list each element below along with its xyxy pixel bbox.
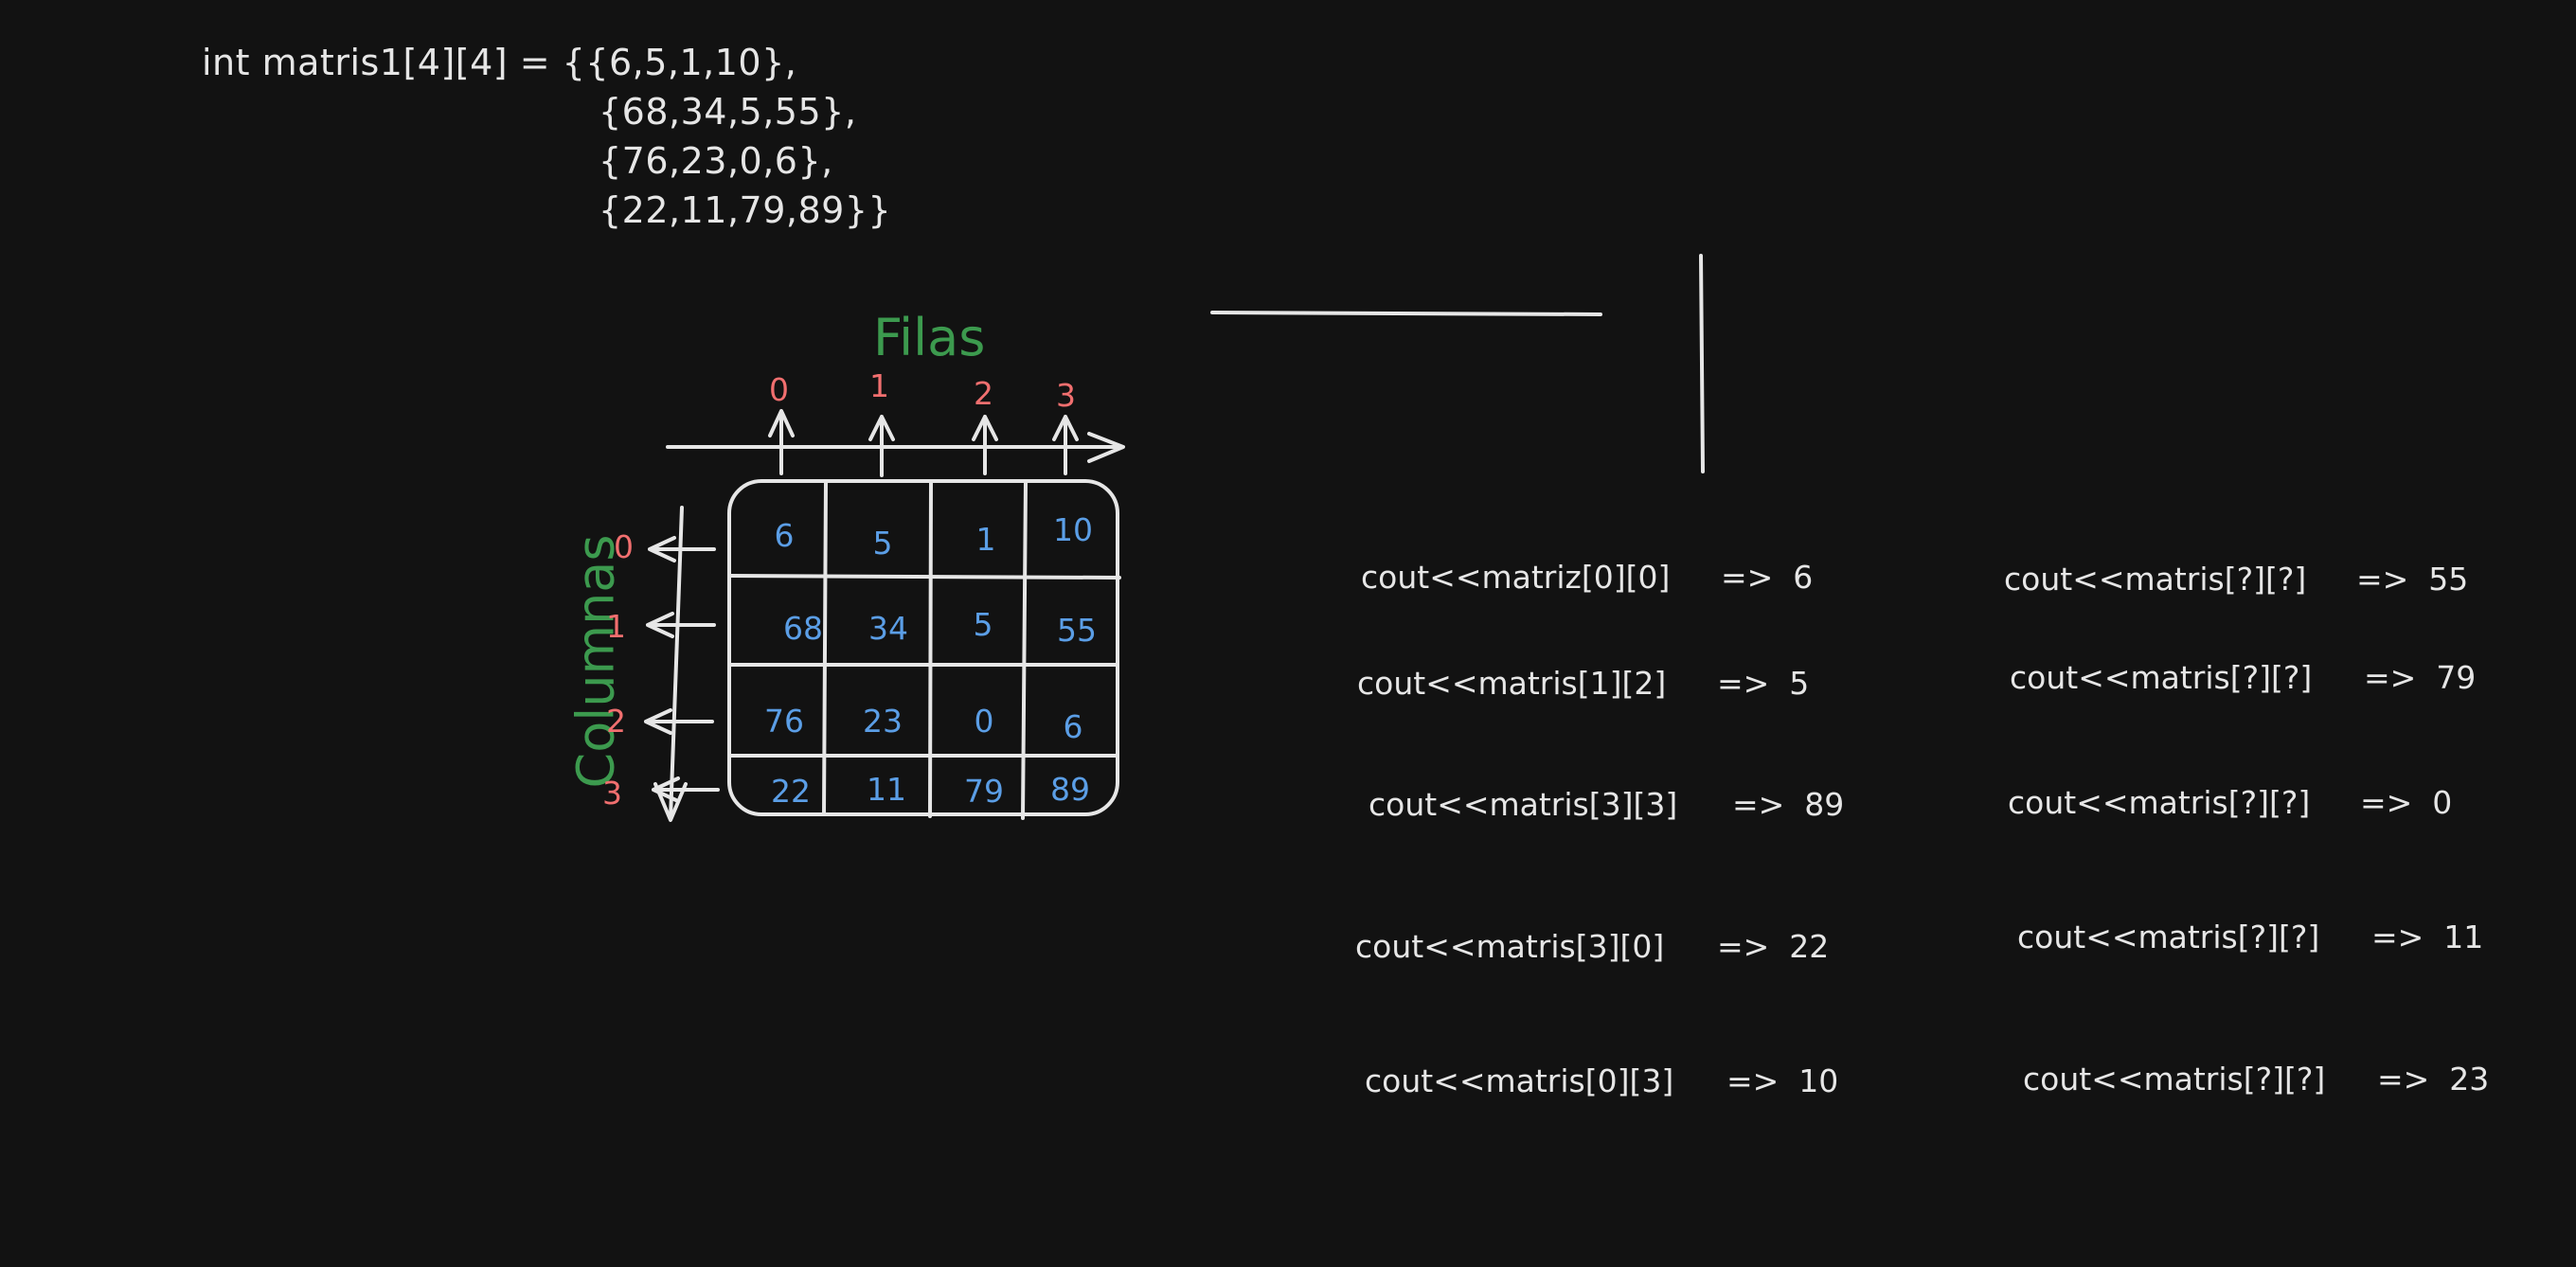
declaration-line: {76,23,0,6}, bbox=[599, 140, 833, 182]
example-result: => 22 bbox=[1717, 928, 1830, 965]
example-result: => 79 bbox=[2364, 659, 2477, 696]
matrix-cell: 11 bbox=[867, 771, 906, 808]
example-expression: cout<<matris[?][?] bbox=[2017, 919, 2320, 955]
example-expression: cout<<matris[3][0] bbox=[1355, 928, 1665, 965]
example-result: => 6 bbox=[1721, 559, 1814, 596]
matrix-cell: 6 bbox=[1063, 708, 1083, 745]
left-index: 1 bbox=[606, 608, 626, 645]
matrix-cell: 55 bbox=[1057, 612, 1097, 649]
left-index-arrow bbox=[644, 708, 714, 735]
example-expression: cout<<matris[?][?] bbox=[2023, 1061, 2326, 1097]
horizontal-line bbox=[1210, 311, 1602, 316]
top-index-arrow bbox=[868, 415, 895, 477]
example-result: => 55 bbox=[2356, 561, 2469, 598]
top-index-arrow bbox=[972, 415, 998, 475]
declaration-line: int matris1[4][4] = {{6,5,1,10}, bbox=[202, 42, 797, 83]
top-index-arrow bbox=[1052, 415, 1079, 475]
left-index-arrow bbox=[648, 536, 716, 562]
vertical-line bbox=[1699, 254, 1705, 473]
example-expression: cout<<matris[?][?] bbox=[2004, 561, 2307, 598]
grid-line bbox=[928, 479, 933, 818]
grid-line bbox=[822, 479, 828, 816]
example-result: => 0 bbox=[2360, 784, 2453, 821]
matrix-cell: 6 bbox=[774, 517, 795, 554]
matrix-cell: 34 bbox=[868, 610, 908, 647]
grid-line bbox=[1021, 479, 1028, 820]
top-index: 0 bbox=[769, 371, 789, 408]
left-index: 3 bbox=[602, 775, 622, 812]
columns-title: Columnas bbox=[565, 534, 626, 789]
top-index-arrow bbox=[768, 409, 795, 475]
example-result: => 89 bbox=[1732, 786, 1845, 823]
matrix-cell: 89 bbox=[1050, 771, 1090, 808]
example-expression: cout<<matris[?][?] bbox=[2008, 784, 2311, 821]
matrix-cell: 22 bbox=[771, 773, 811, 810]
example-result: => 11 bbox=[2371, 919, 2484, 955]
matrix-cell: 23 bbox=[863, 703, 903, 740]
horizontal-axis-arrowhead bbox=[1087, 432, 1125, 463]
matrix-cell: 1 bbox=[975, 521, 996, 558]
declaration-line: {22,11,79,89}} bbox=[599, 189, 892, 231]
example-result: => 23 bbox=[2377, 1061, 2490, 1097]
matrix-cell: 79 bbox=[964, 773, 1004, 810]
matrix-cell: 0 bbox=[974, 703, 994, 740]
left-index: 2 bbox=[606, 703, 626, 740]
declaration-line: {68,34,5,55}, bbox=[599, 91, 857, 133]
matrix-border bbox=[727, 479, 1119, 816]
example-expression: cout<<matris[0][3] bbox=[1365, 1062, 1674, 1099]
example-result: => 5 bbox=[1717, 665, 1810, 702]
left-index-arrow bbox=[652, 776, 720, 803]
example-expression: cout<<matris[?][?] bbox=[2010, 659, 2313, 696]
example-result: => 10 bbox=[1726, 1062, 1839, 1099]
matrix-cell: 76 bbox=[764, 703, 804, 740]
vertical-axis-arrowhead bbox=[653, 782, 688, 822]
left-index: 0 bbox=[614, 528, 634, 565]
rows-title: Filas bbox=[873, 308, 986, 367]
top-index: 1 bbox=[869, 367, 889, 404]
top-index: 2 bbox=[974, 375, 993, 412]
example-expression: cout<<matris[3][3] bbox=[1368, 786, 1678, 823]
matrix-cell: 5 bbox=[973, 606, 993, 643]
matrix-cell: 5 bbox=[872, 525, 893, 562]
example-expression: cout<<matriz[0][0] bbox=[1361, 559, 1671, 596]
left-index-arrow bbox=[646, 612, 716, 638]
top-index: 3 bbox=[1056, 377, 1076, 414]
grid-line bbox=[727, 574, 1121, 580]
matrix-cell: 10 bbox=[1053, 511, 1093, 548]
matrix-cell: 68 bbox=[783, 610, 823, 647]
example-expression: cout<<matris[1][2] bbox=[1357, 665, 1667, 702]
vertical-axis bbox=[669, 506, 684, 820]
